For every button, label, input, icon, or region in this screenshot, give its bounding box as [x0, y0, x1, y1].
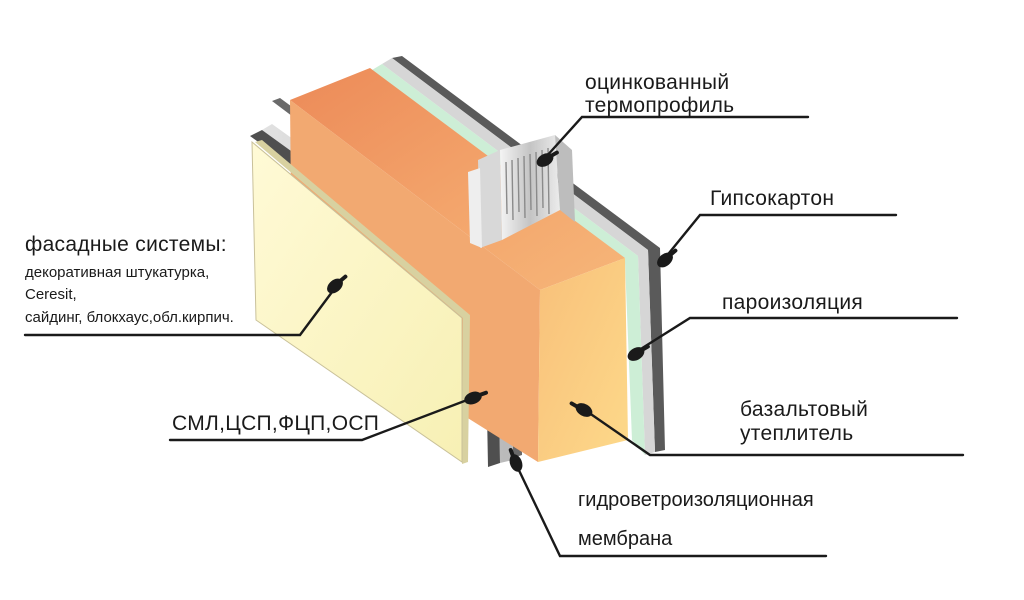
label-membrane-1: гидроветроизоляционная	[578, 489, 814, 511]
label-facade-item: сайдинг, блокхаус,обл.кирпич.	[25, 309, 234, 326]
leader-basalt	[580, 406, 965, 457]
label-basalt-1: базальтовый	[740, 398, 868, 421]
leader-thermo-profile	[543, 115, 810, 160]
hand-pointer-icon	[627, 344, 650, 361]
insulation-top-face	[290, 68, 625, 290]
leader-lines	[23, 115, 965, 558]
label-basalt-2: утеплитель	[740, 422, 853, 445]
hand-pointer-icon	[569, 401, 593, 417]
facade-panel	[251, 140, 463, 463]
hand-pointer-icon	[327, 274, 348, 294]
label-thermo-profile-1: оцинкованный	[585, 71, 729, 94]
leader-vapor-barrier	[634, 316, 959, 354]
label-membrane-2: мембрана	[578, 528, 673, 550]
hand-pointer-icon	[657, 248, 678, 268]
label-facade-title: фасадные системы:	[25, 233, 227, 256]
label-facade-item: декоративная штукатурка,	[25, 264, 209, 281]
insulation-front-face	[538, 258, 628, 462]
leader-drywall	[663, 213, 898, 260]
label-vapor-barrier: пароизоляция	[722, 291, 863, 314]
hand-pointer-icon	[508, 448, 523, 472]
label-drywall: Гипсокартон	[710, 187, 834, 210]
hand-pointer-icon	[536, 150, 559, 167]
leader-sheathing	[168, 395, 477, 442]
label-thermo-profile-2: термопрофиль	[585, 94, 734, 117]
label-sheathing: СМЛ,ЦСП,ФЦП,ОСП	[172, 412, 379, 435]
leader-membrane	[513, 460, 828, 558]
leader-facade	[23, 286, 337, 337]
label-facade-item: Ceresit,	[25, 286, 77, 303]
pointer-hands	[327, 150, 678, 472]
hand-pointer-icon	[464, 390, 488, 405]
